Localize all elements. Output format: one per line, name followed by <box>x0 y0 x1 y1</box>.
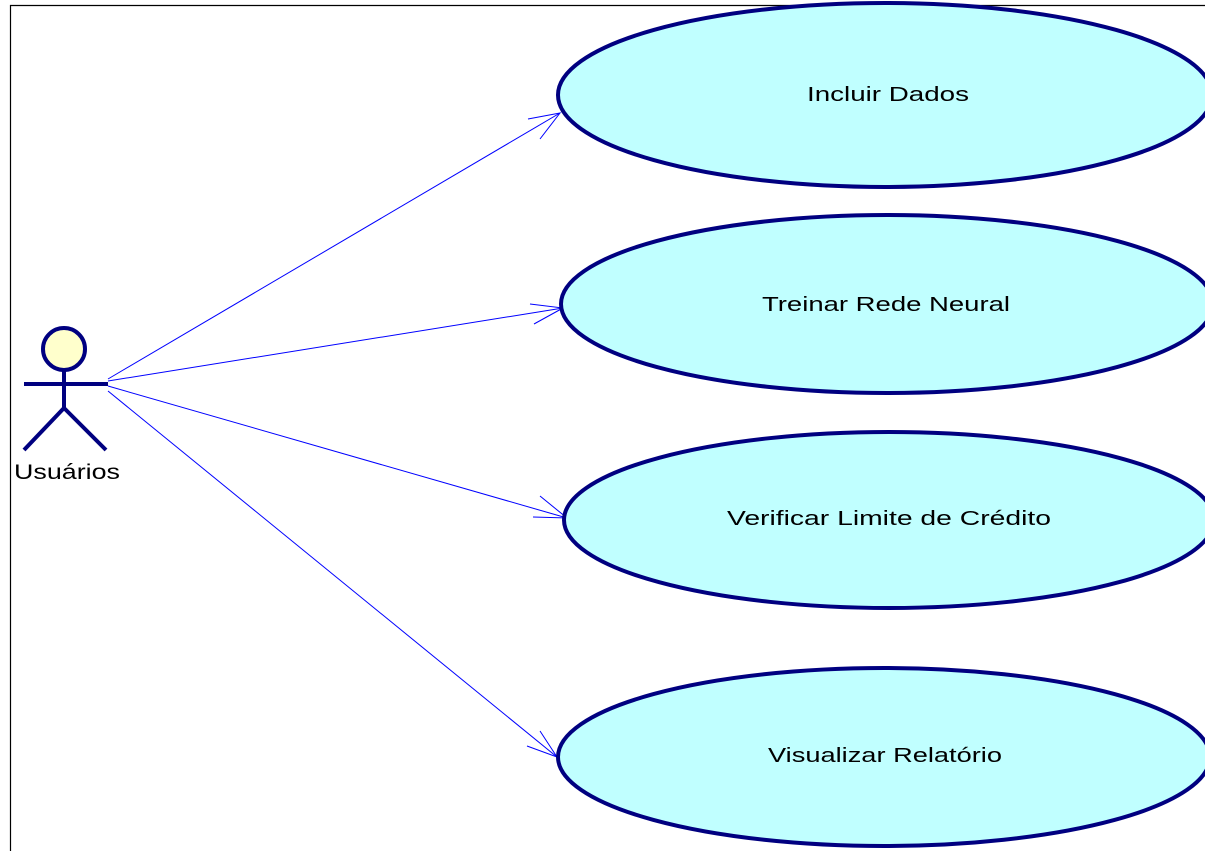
use-case-ellipse[interactable] <box>562 430 1205 610</box>
use-case-treinar-rede-neural[interactable]: Treinar Rede Neural <box>559 213 1205 395</box>
use-case-ellipse[interactable] <box>556 1 1205 189</box>
use-case-label: Verificar Limite de Crédito <box>727 508 1051 530</box>
use-case-verificar-limite-credito[interactable]: Verificar Limite de Crédito <box>562 430 1205 610</box>
association-verificar-limite-credito <box>107 385 569 519</box>
actor-label: Usuários <box>14 461 120 484</box>
actor-left-leg <box>22 406 66 452</box>
actor-right-leg <box>62 406 108 452</box>
association-visualizar-relatorio <box>107 390 559 758</box>
stick-figure-actor-icon <box>22 326 108 452</box>
use-case-label: Treinar Rede Neural <box>762 294 1010 316</box>
use-case-label: Incluir Dados <box>807 84 969 106</box>
use-case-incluir-dados[interactable]: Incluir Dados <box>556 1 1205 189</box>
use-case-visualizar-relatorio[interactable]: Visualizar Relatório <box>556 666 1205 848</box>
association-incluir-dados <box>107 112 562 380</box>
use-case-label: Visualizar Relatório <box>768 745 1002 767</box>
use-case-ellipse[interactable] <box>556 666 1205 848</box>
associations <box>107 112 569 758</box>
actor-head <box>41 326 87 372</box>
actor-usuarios[interactable]: Usuários <box>14 326 120 484</box>
use-case-ellipse[interactable] <box>559 213 1205 395</box>
association-treinar-rede-neural <box>107 303 565 382</box>
